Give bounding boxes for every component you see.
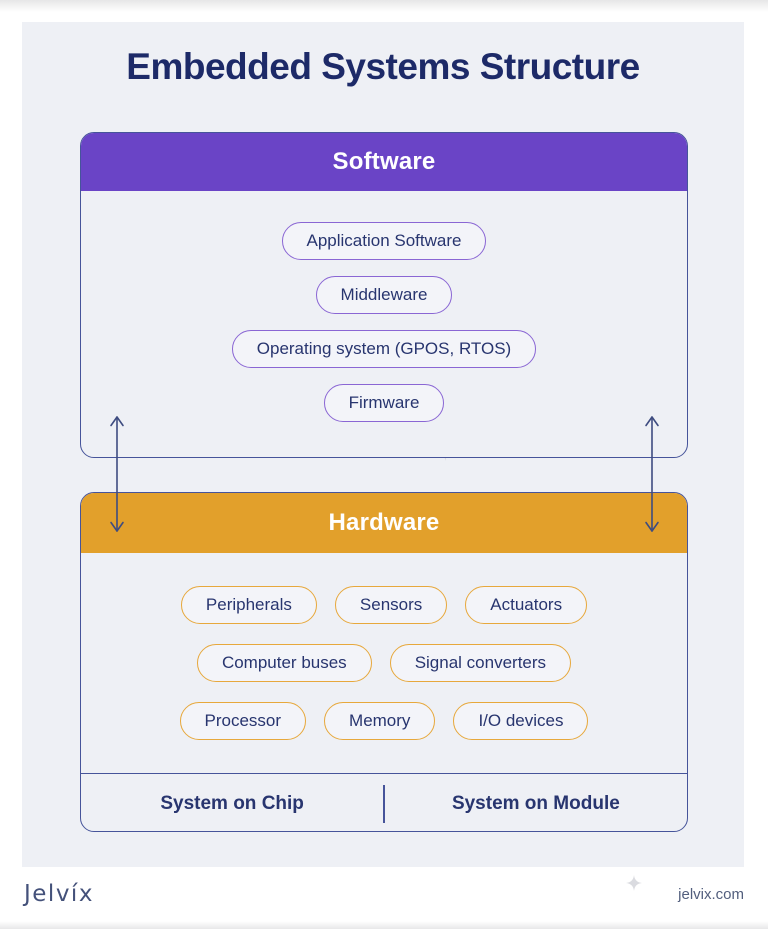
infographic-card: Embedded Systems Structure Software Appl… [22, 22, 744, 891]
hardware-header: Hardware [81, 493, 687, 553]
top-edge-shadow [0, 0, 768, 12]
pill-memory: Memory [324, 702, 436, 740]
system-on-chip-label: System on Chip [160, 792, 304, 814]
page-footer: Jelvíx jelvix.com [24, 876, 744, 912]
bidirectional-arrow-right-icon [645, 416, 659, 532]
pill-io-devices: I/O devices [453, 702, 589, 740]
software-items: Application Software Middleware Operatin… [81, 191, 687, 422]
pill-sensors: Sensors [334, 586, 448, 624]
pill-actuators: Actuators [465, 586, 588, 624]
bidirectional-arrow-left-icon [110, 416, 124, 532]
system-on-module-label: System on Module [451, 792, 620, 814]
pill-peripherals: Peripherals [180, 586, 317, 624]
hardware-row-1: Peripherals Sensors Actuators [180, 586, 588, 624]
hardware-row-2: Computer buses Signal converters [196, 644, 572, 682]
pill-signal-converters: Signal converters [389, 644, 572, 682]
bottom-edge-shadow [0, 921, 768, 929]
jelvix-logo: Jelvíx [24, 881, 94, 907]
page-title: Embedded Systems Structure [126, 46, 640, 87]
software-header: Software [81, 133, 687, 191]
jelvix-site-link[interactable]: jelvix.com [678, 885, 744, 903]
pill-processor: Processor [179, 702, 307, 740]
hardware-footer: System on Chip System on Module [81, 773, 687, 831]
divider [383, 784, 385, 823]
hardware-box: Hardware Peripherals Sensors Actuators C… [80, 492, 688, 832]
hardware-items: Peripherals Sensors Actuators Computer b… [81, 553, 687, 773]
pill-middleware: Middleware [315, 276, 453, 314]
pill-operating-system: Operating system (GPOS, RTOS) [231, 330, 537, 368]
software-box: Software Application Software Middleware… [80, 132, 688, 458]
pill-application-software: Application Software [281, 222, 487, 260]
hardware-row-3: Processor Memory I/O devices [179, 702, 589, 740]
pill-firmware: Firmware [323, 384, 445, 422]
pill-computer-buses: Computer buses [196, 644, 372, 682]
